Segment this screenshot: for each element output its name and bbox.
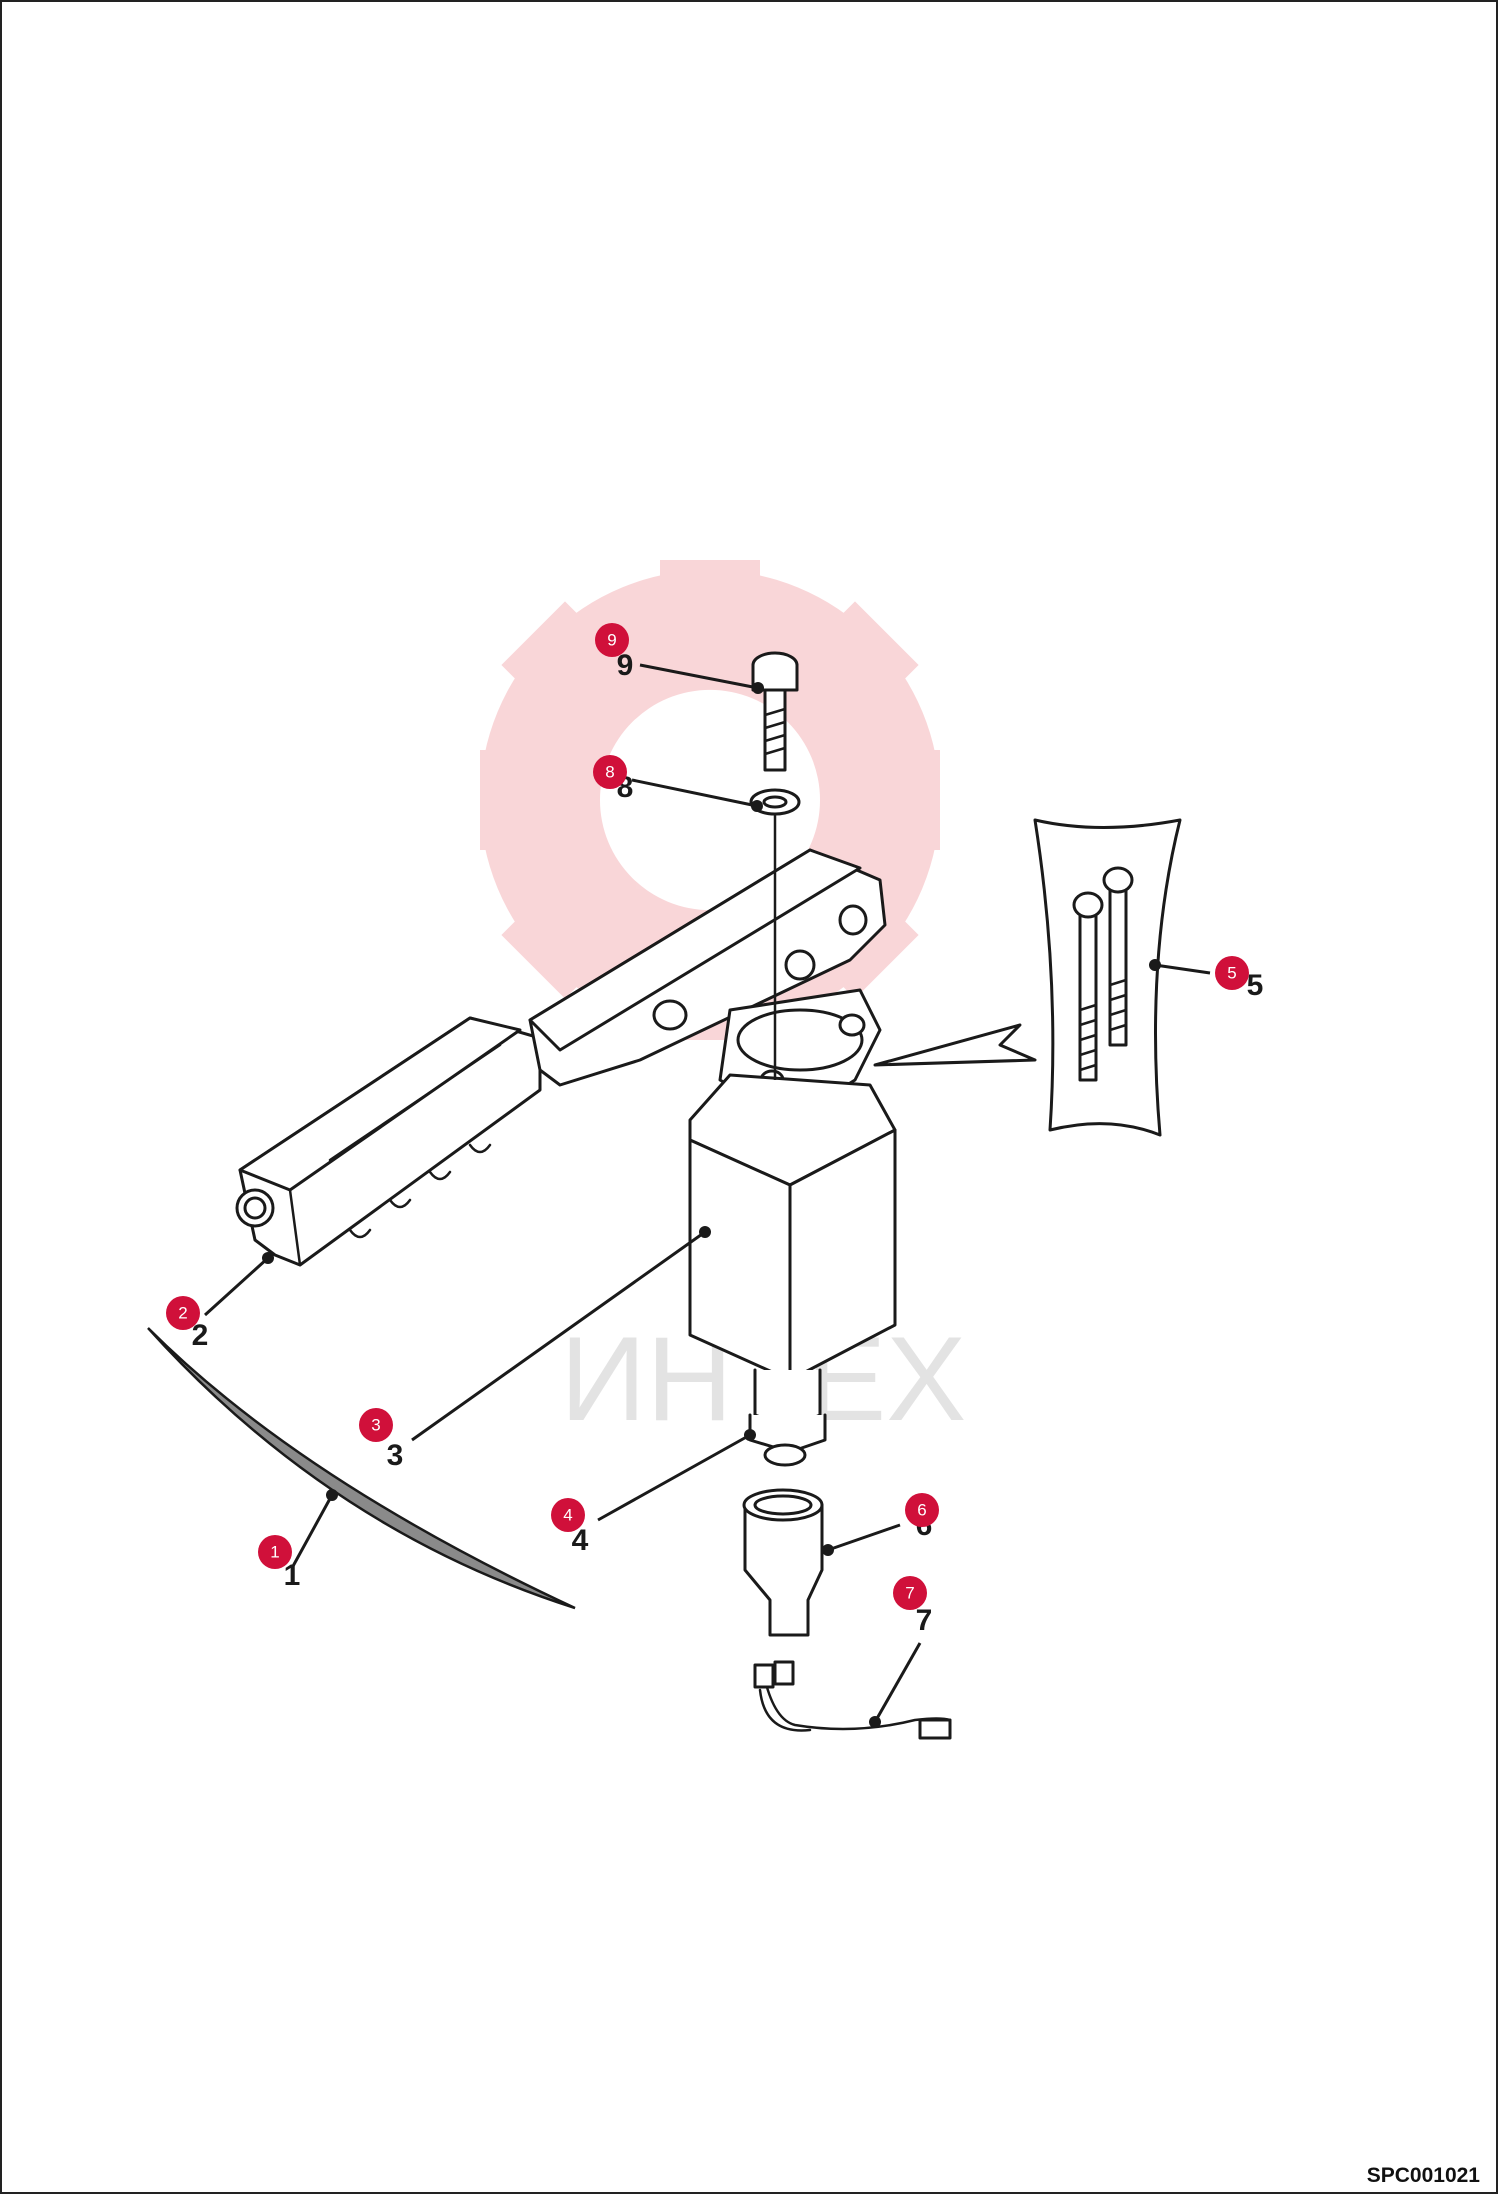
- callout-label-4: 4: [563, 1506, 572, 1525]
- callout-badge-8[interactable]: [593, 755, 627, 789]
- leader-dot-4: [744, 1429, 756, 1441]
- part-number-4: 4: [572, 1524, 589, 1557]
- callout-badge-4[interactable]: [551, 1498, 585, 1532]
- callout-label-7: 7: [905, 1584, 914, 1603]
- part-number-2: 2: [192, 1319, 209, 1352]
- callout-6: 66: [822, 1493, 939, 1556]
- leader-dot-8: [751, 800, 763, 812]
- leader-line-1: [290, 1494, 334, 1569]
- callout-label-8: 8: [605, 763, 614, 782]
- callout-2: 22: [166, 1252, 274, 1352]
- leader-line-7: [873, 1642, 922, 1723]
- part-9-bolt: [751, 651, 799, 772]
- leader-line-8: [631, 778, 758, 808]
- callout-label-3: 3: [371, 1416, 380, 1435]
- callout-4: 44: [551, 1429, 756, 1557]
- part-number-9: 9: [617, 649, 634, 682]
- part-number-7: 7: [916, 1604, 933, 1637]
- part-8-washer: [749, 788, 801, 816]
- leader-line-9: [639, 663, 759, 690]
- leader-dot-7: [869, 1716, 881, 1728]
- part-2-handle: [235, 1016, 542, 1267]
- callout-1: 11: [258, 1489, 338, 1592]
- leader-line-4: [597, 1433, 751, 1522]
- part-5-detail-bolts: [873, 818, 1182, 1137]
- leader-dot-3: [699, 1226, 711, 1238]
- callout-8: 88: [593, 755, 763, 812]
- callout-layer: 112233445566778899: [166, 623, 1263, 1728]
- callout-badge-3[interactable]: [359, 1408, 393, 1442]
- part-6-funnel: [742, 1488, 824, 1637]
- drawing-code: SPC001021: [1367, 2164, 1481, 2187]
- callout-label-9: 9: [607, 631, 616, 650]
- part-4-fitting: [763, 1443, 807, 1467]
- callout-7: 77: [869, 1576, 932, 1728]
- leader-line-3: [411, 1230, 706, 1442]
- leader-line-6: [827, 1523, 901, 1552]
- part-number-3: 3: [387, 1439, 404, 1472]
- callout-badge-5[interactable]: [1215, 956, 1249, 990]
- callout-label-5: 5: [1227, 964, 1236, 983]
- leader-line-2: [203, 1256, 270, 1317]
- callout-label-2: 2: [178, 1304, 187, 1323]
- callout-badge-9[interactable]: [595, 623, 629, 657]
- callout-badge-1[interactable]: [258, 1535, 292, 1569]
- callout-9: 99: [595, 623, 764, 694]
- part-1-strip: [147, 1327, 576, 1610]
- part-7-wire-harness: [753, 1660, 952, 1740]
- leader-dot-1: [326, 1489, 338, 1501]
- leader-dot-2: [262, 1252, 274, 1264]
- leader-dot-5: [1149, 959, 1161, 971]
- leader-line-5: [1154, 963, 1211, 975]
- callout-badge-6[interactable]: [905, 1493, 939, 1527]
- callout-5: 55: [1149, 956, 1263, 1002]
- callout-badge-7[interactable]: [893, 1576, 927, 1610]
- part-number-1: 1: [284, 1559, 301, 1592]
- callout-3: 33: [359, 1226, 711, 1472]
- callout-label-1: 1: [270, 1543, 279, 1562]
- leader-dot-9: [752, 682, 764, 694]
- callout-badge-2[interactable]: [166, 1296, 200, 1330]
- part-3-pump-body: [528, 848, 897, 1454]
- part-number-5: 5: [1247, 969, 1264, 1002]
- leader-dot-6: [822, 1544, 834, 1556]
- callout-label-6: 6: [917, 1501, 926, 1520]
